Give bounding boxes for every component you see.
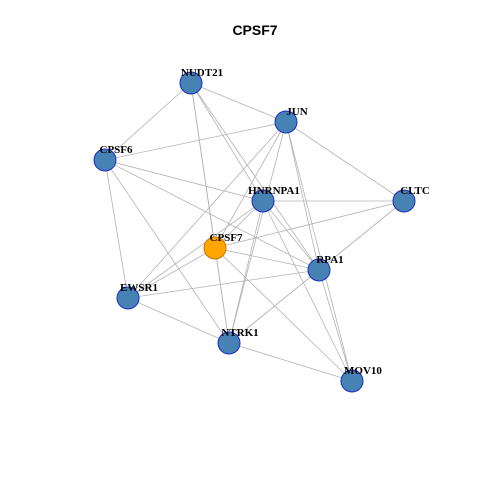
node-ewsr1[interactable]: EWSR1 <box>116 282 158 310</box>
edge-cpsf7-mov10 <box>214 247 353 382</box>
node-rpa1[interactable]: RPA1 <box>307 254 344 282</box>
edge-rpa1-mov10 <box>318 269 353 382</box>
edge-cpsf7-ewsr1 <box>127 247 216 299</box>
edge-cpsf6-ewsr1 <box>104 159 129 299</box>
node-cltc[interactable]: CLTC <box>392 185 430 213</box>
node-circle-hnrnpa1[interactable] <box>251 189 275 213</box>
node-mov10[interactable]: MOV10 <box>340 365 382 393</box>
node-circle-cpsf7[interactable] <box>203 236 227 260</box>
edge-cpsf6-hnrnpa1 <box>104 159 264 202</box>
node-label-ntrk1: NTRK1 <box>221 327 258 339</box>
edge-jun-mov10 <box>285 121 353 382</box>
node-circle-mov10[interactable] <box>340 369 364 393</box>
edge-nudt21-jun <box>190 82 287 123</box>
node-jun[interactable]: JUN <box>274 106 308 134</box>
node-label-mov10: MOV10 <box>344 365 382 377</box>
node-circle-ewsr1[interactable] <box>116 286 140 310</box>
edge-cpsf6-ntrk1 <box>104 159 230 344</box>
edge-hnrnpa1-rpa1 <box>262 200 320 271</box>
node-hnrnpa1[interactable]: HNRNPA1 <box>248 185 300 213</box>
edge-rpa1-ntrk1 <box>228 269 320 344</box>
node-cpsf7[interactable]: CPSF7 <box>203 232 244 260</box>
node-nudt21[interactable]: NUDT21 <box>179 67 223 95</box>
node-circle-jun[interactable] <box>274 110 298 134</box>
node-label-cltc: CLTC <box>400 185 430 197</box>
graph-title: CPSF7 <box>232 22 277 38</box>
node-circle-cltc[interactable] <box>392 189 416 213</box>
node-label-cpsf7: CPSF7 <box>210 232 244 244</box>
edge-cpsf6-rpa1 <box>104 159 320 271</box>
node-label-cpsf6: CPSF6 <box>100 144 134 156</box>
edge-ntrk1-mov10 <box>228 342 353 382</box>
edge-hnrnpa1-ntrk1 <box>228 200 264 344</box>
node-label-hnrnpa1: HNRNPA1 <box>248 185 300 197</box>
edge-hnrnpa1-mov10 <box>262 200 353 382</box>
edge-rpa1-ewsr1 <box>127 269 320 299</box>
edge-cpsf7-rpa1 <box>214 247 320 271</box>
node-cpsf6[interactable]: CPSF6 <box>93 144 134 172</box>
node-circle-rpa1[interactable] <box>307 258 331 282</box>
node-label-jun: JUN <box>286 106 307 118</box>
node-circle-ntrk1[interactable] <box>217 331 241 355</box>
edge-jun-cltc <box>285 121 405 202</box>
node-label-ewsr1: EWSR1 <box>120 282 158 294</box>
node-ntrk1[interactable]: NTRK1 <box>217 327 259 355</box>
edge-jun-rpa1 <box>285 121 320 271</box>
edge-jun-ewsr1 <box>127 121 287 299</box>
edge-nudt21-cpsf6 <box>104 82 192 161</box>
node-label-rpa1: RPA1 <box>316 254 343 266</box>
edge-layer <box>104 82 405 382</box>
edge-ewsr1-ntrk1 <box>127 297 230 344</box>
node-circle-nudt21[interactable] <box>179 71 203 95</box>
node-label-nudt21: NUDT21 <box>181 67 223 79</box>
edge-hnrnpa1-ewsr1 <box>127 200 264 299</box>
edge-jun-ntrk1 <box>228 121 287 344</box>
edge-jun-cpsf6 <box>104 121 287 161</box>
edge-cltc-cpsf7 <box>214 200 405 249</box>
edge-nudt21-hnrnpa1 <box>190 82 264 202</box>
edge-cpsf7-ntrk1 <box>214 247 230 344</box>
node-circle-cpsf6[interactable] <box>93 148 117 172</box>
